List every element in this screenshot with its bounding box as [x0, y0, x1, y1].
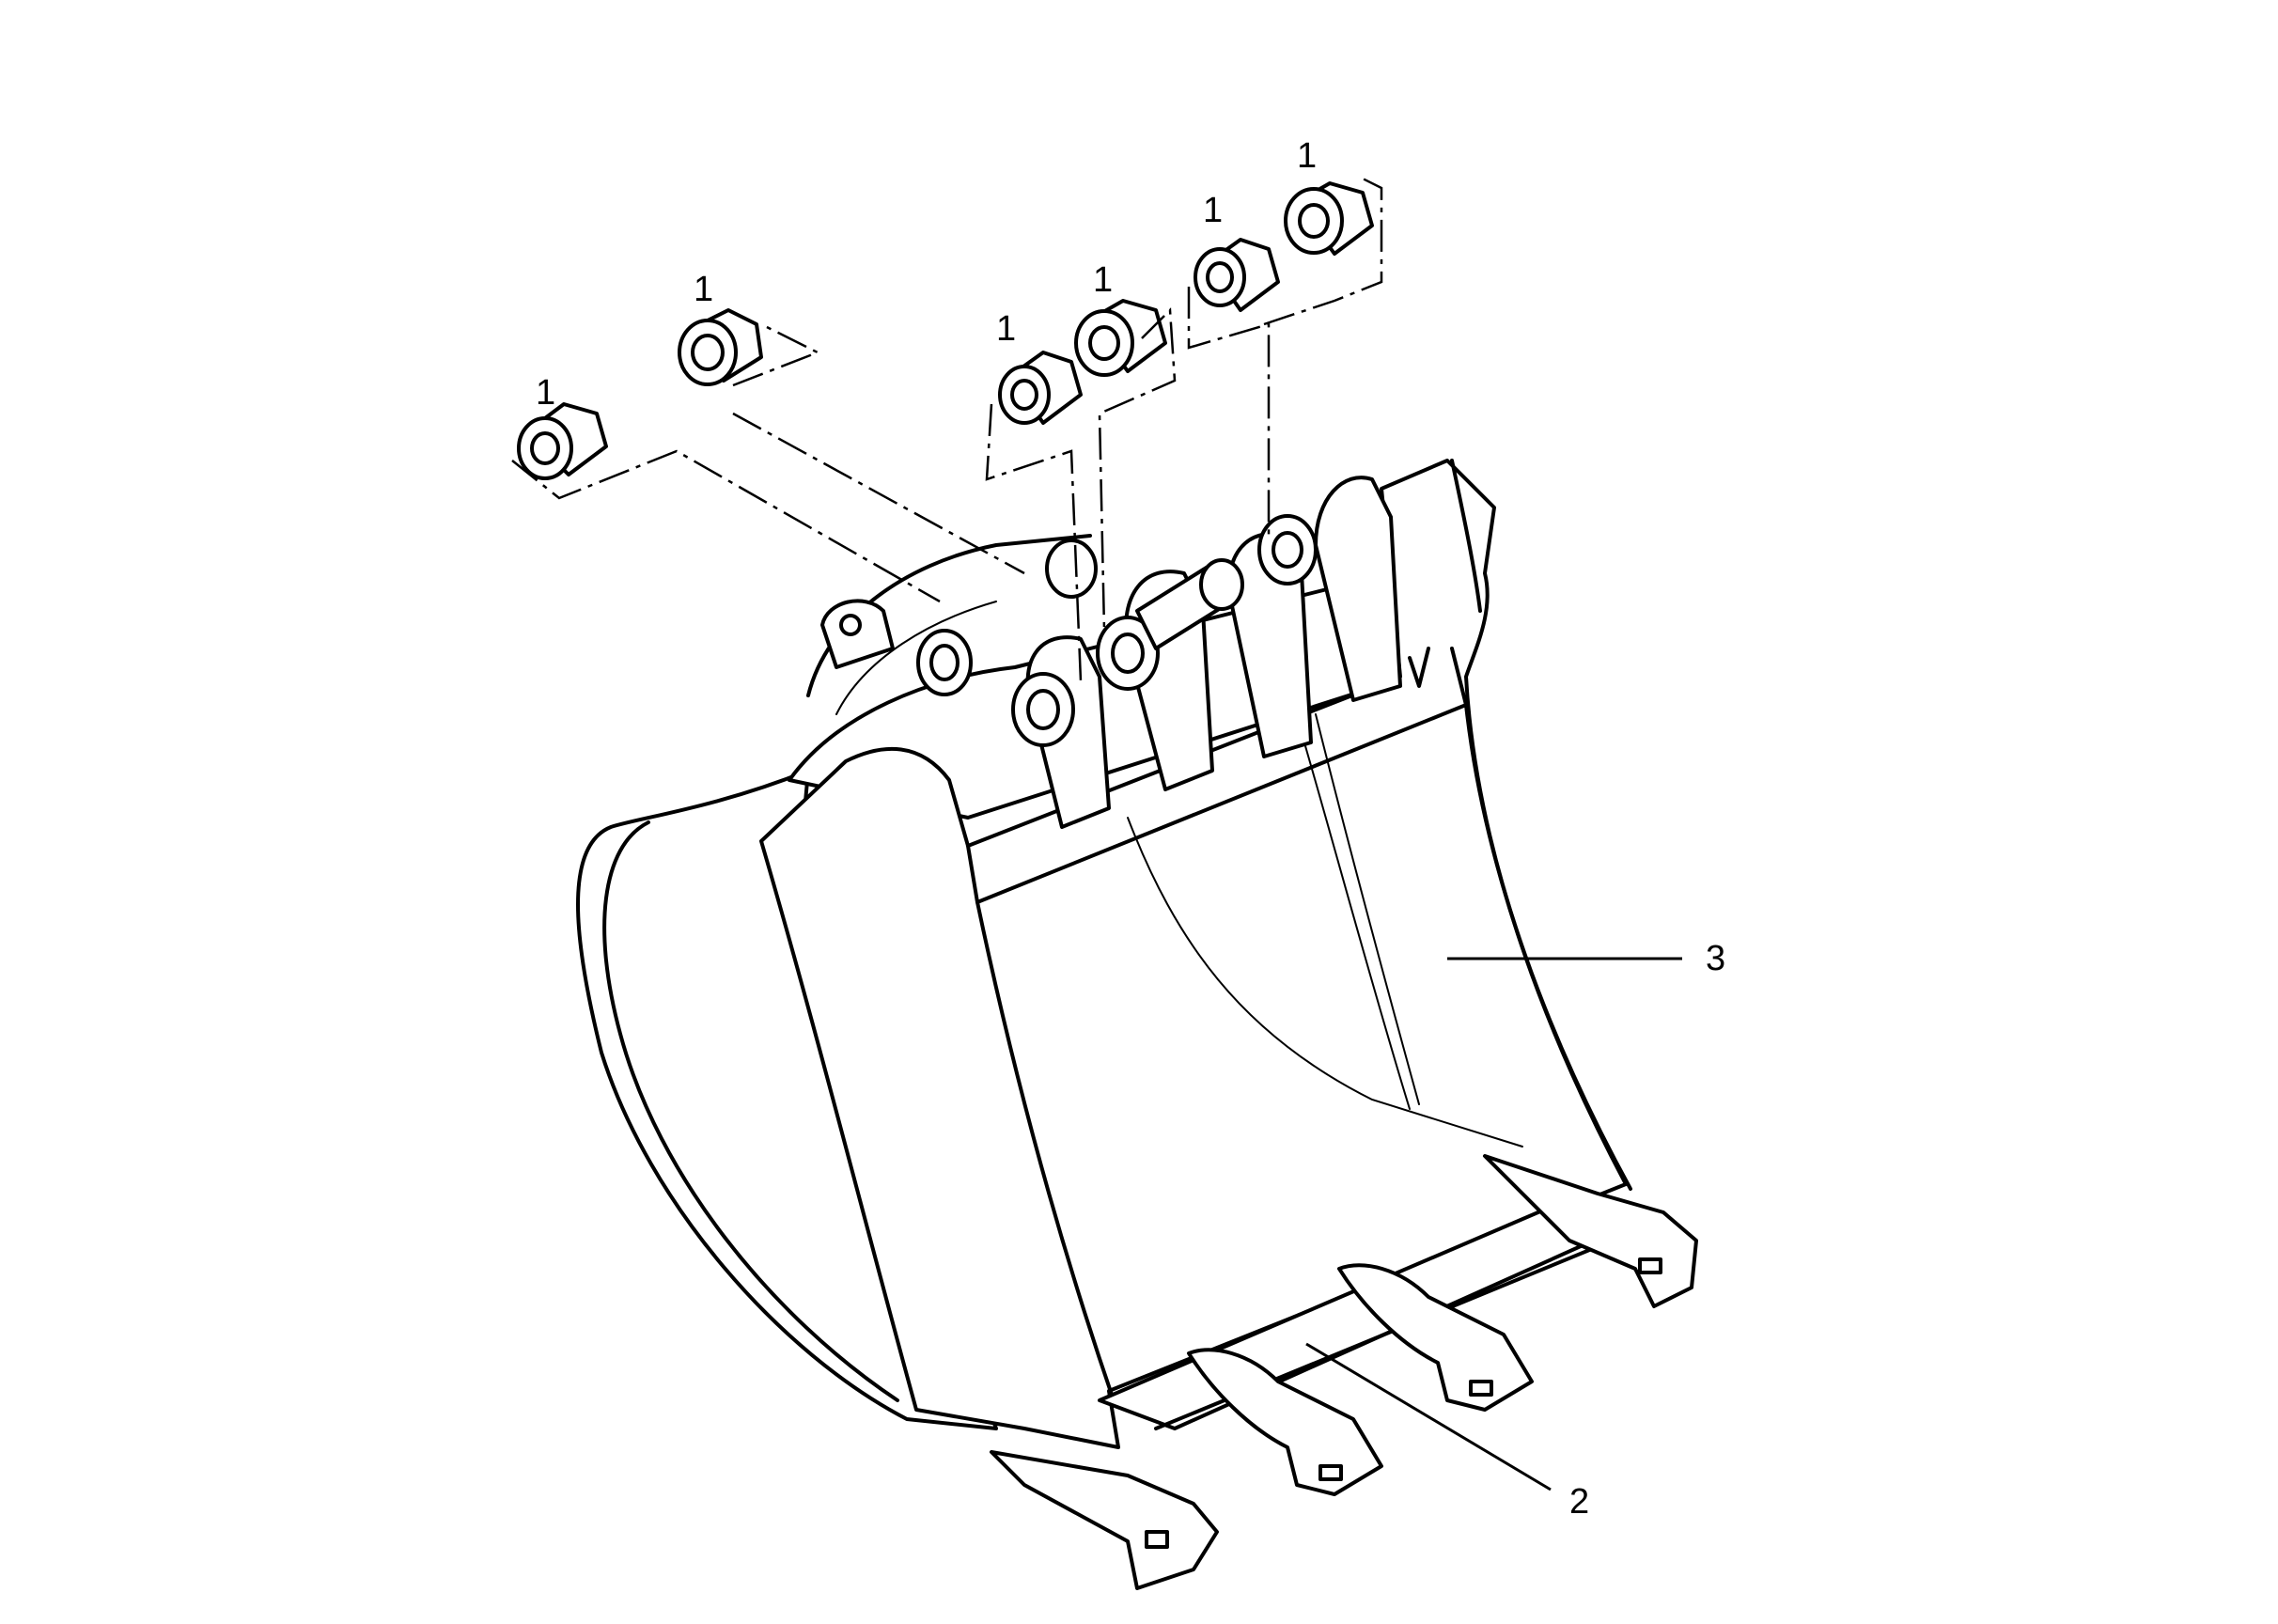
bushing-c	[998, 351, 1083, 425]
bushing-e	[1194, 238, 1280, 312]
callout-bushing-d: 1	[1093, 260, 1113, 300]
callout-bushing-b: 1	[694, 270, 713, 309]
callout-bushing-a: 1	[536, 373, 555, 413]
bushing-b	[678, 308, 763, 386]
callout-bushing-e: 1	[1203, 191, 1223, 230]
bushing-d	[1074, 299, 1167, 377]
bushing-a	[517, 402, 608, 480]
callout-teeth: 2	[1569, 1482, 1589, 1522]
bucket-body	[759, 459, 1632, 1449]
pin-bosses	[820, 476, 1430, 829]
callout-labels: 1 1 1 1 1 1 2 3	[536, 136, 1725, 1522]
bushing-f	[1284, 181, 1374, 256]
bucket-teeth	[990, 1154, 1698, 1590]
callout-bucket: 3	[1706, 939, 1725, 978]
leader-lines	[1305, 957, 1682, 1491]
callout-bushing-c: 1	[996, 309, 1016, 349]
callout-bushing-f: 1	[1297, 136, 1317, 176]
assembly-lines	[511, 177, 1383, 682]
